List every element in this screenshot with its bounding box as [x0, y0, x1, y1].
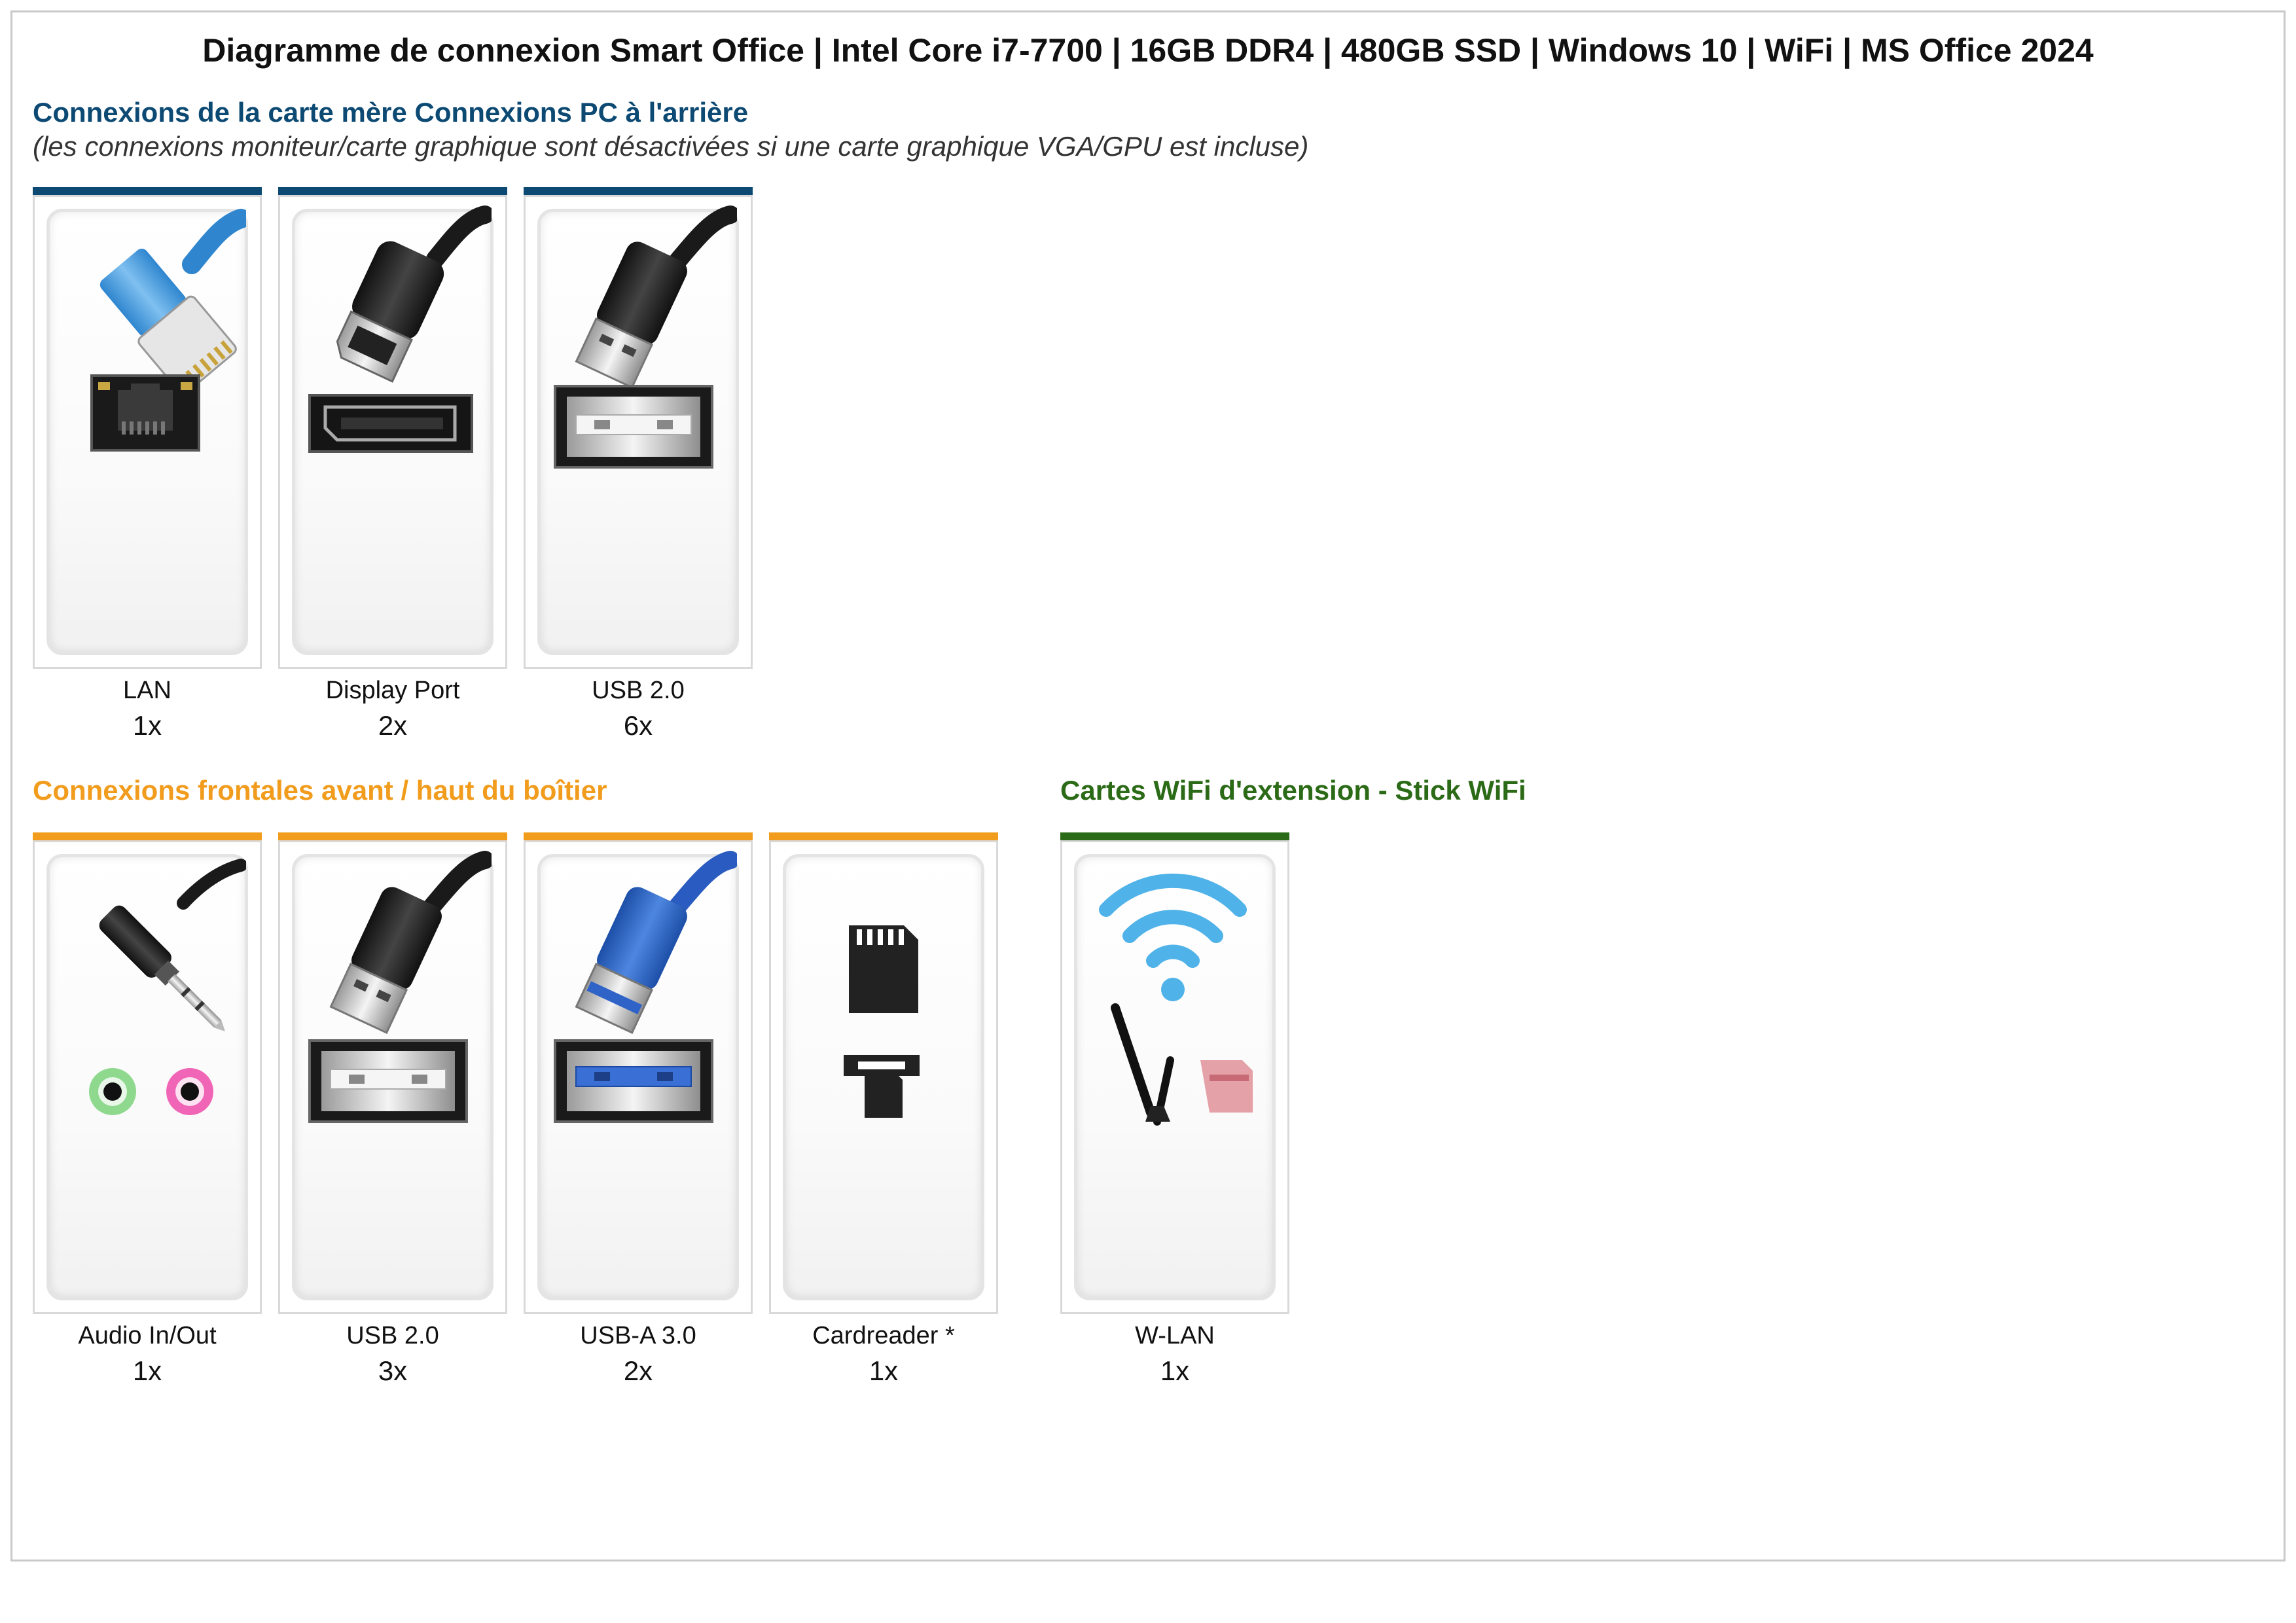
rear-section-title: Connexions de la carte mère Connexions P…	[33, 97, 749, 128]
displayport-icon	[308, 205, 492, 453]
connector-card-audio	[33, 832, 262, 1314]
connector-count: 1x	[869, 1355, 899, 1386]
ethernet-icon	[90, 209, 246, 452]
usb-icon	[554, 205, 737, 469]
connector-count: 2x	[623, 1355, 653, 1386]
connector-count: 1x	[1160, 1355, 1190, 1386]
usb3-icon	[554, 851, 737, 1123]
connector-count: 3x	[378, 1355, 408, 1386]
connector-card-displayport	[278, 187, 507, 669]
page-title: Diagramme de connexion Smart Office | In…	[202, 32, 2094, 69]
connector-count: 1x	[132, 710, 162, 741]
connector-label: Display Port	[325, 677, 460, 704]
sd-card-icon	[844, 925, 920, 1118]
connector-label: LAN	[123, 677, 171, 704]
connector-card-lan	[33, 187, 262, 669]
connector-card-usb3	[524, 832, 753, 1314]
connector-card-wlan	[1060, 832, 1289, 1314]
connector-label: Audio In/Out	[78, 1322, 217, 1349]
connector-card-cardreader	[769, 832, 998, 1314]
connector-card-usb2-rear	[524, 187, 753, 669]
connector-count: 6x	[623, 710, 653, 741]
connector-card-usb2-front	[278, 832, 507, 1314]
connector-count: 2x	[378, 710, 408, 741]
front-section-title: Connexions frontales avant / haut du boî…	[33, 775, 607, 806]
wifi-section-title: Cartes WiFi d'extension - Stick WiFi	[1060, 775, 1526, 806]
connector-label: Cardreader *	[812, 1322, 955, 1349]
rear-section-subtitle: (les connexions moniteur/carte graphique…	[33, 131, 1309, 162]
connector-label: USB 2.0	[592, 677, 685, 704]
audio-jack-icon	[89, 859, 246, 1115]
connector-label: USB-A 3.0	[580, 1322, 696, 1349]
wifi-icon	[1099, 873, 1253, 1126]
connector-count: 1x	[132, 1355, 162, 1386]
connector-label: USB 2.0	[346, 1322, 439, 1349]
page-frame	[10, 10, 2286, 1561]
connector-label: W-LAN	[1135, 1322, 1215, 1349]
usb-icon	[308, 851, 492, 1123]
